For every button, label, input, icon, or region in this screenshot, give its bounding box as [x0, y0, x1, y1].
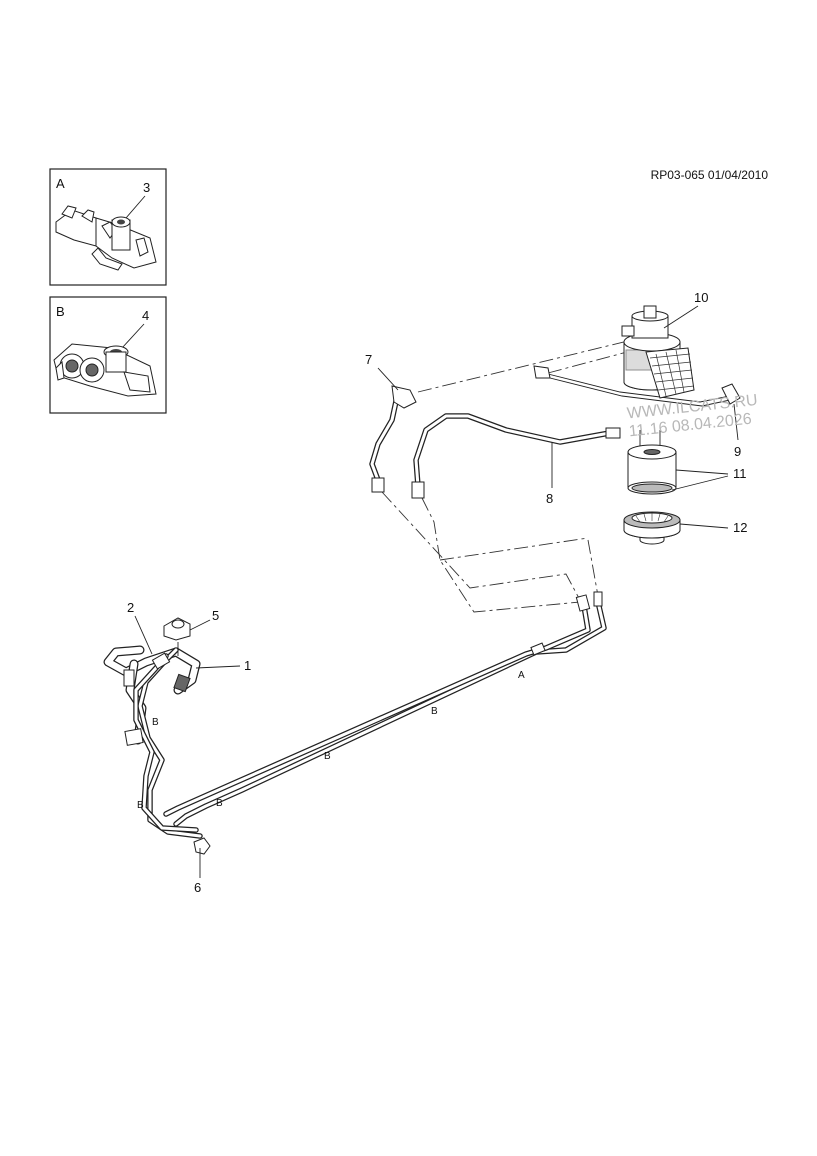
callout-8: 8 [546, 491, 553, 506]
front-hose-assembly [103, 617, 211, 855]
reference-code: RP03-065 01/04/2010 [651, 168, 769, 182]
callout-12: 12 [733, 520, 747, 535]
pipe-mark-b: B [324, 751, 331, 762]
clip-part-3 [55, 205, 157, 271]
callout-11: 11 [733, 466, 747, 481]
pipe-markers: A B B B B B [137, 670, 525, 811]
inset-a-letter: A [56, 176, 65, 191]
callout-3-leader [125, 195, 146, 219]
callout-4-leader [121, 323, 145, 349]
inset-b-letter: B [56, 304, 65, 319]
callout-3: 3 [143, 180, 150, 195]
pipe-mark-b: B [216, 798, 223, 809]
clip-part-6 [193, 837, 211, 855]
clip-part-4 [53, 343, 157, 397]
callout-10: 10 [694, 290, 708, 305]
callouts: 1 2 5 6 7 8 9 10 11 12 [127, 290, 747, 895]
filter-element-11 [627, 444, 677, 495]
inset-b: B 4 [49, 296, 167, 414]
pipe-mark-b: B [431, 706, 438, 717]
pipe-mark-b: B [137, 800, 144, 811]
callout-7: 7 [365, 352, 372, 367]
filter-base-12 [623, 511, 681, 545]
pipe-mark-a: A [518, 670, 525, 681]
pipe-mark-b: B [152, 717, 159, 728]
connector-part-7 [391, 385, 417, 409]
callout-9: 9 [734, 444, 741, 459]
callout-5: 5 [212, 608, 219, 623]
callout-6: 6 [194, 880, 201, 895]
filter-side-hoses [369, 365, 741, 499]
filter-housing-10 [621, 305, 695, 446]
callout-2: 2 [127, 600, 134, 615]
callout-1: 1 [244, 658, 251, 673]
main-fuel-lines [163, 591, 607, 827]
inset-a: A 3 [49, 168, 167, 286]
callout-4: 4 [142, 308, 149, 323]
